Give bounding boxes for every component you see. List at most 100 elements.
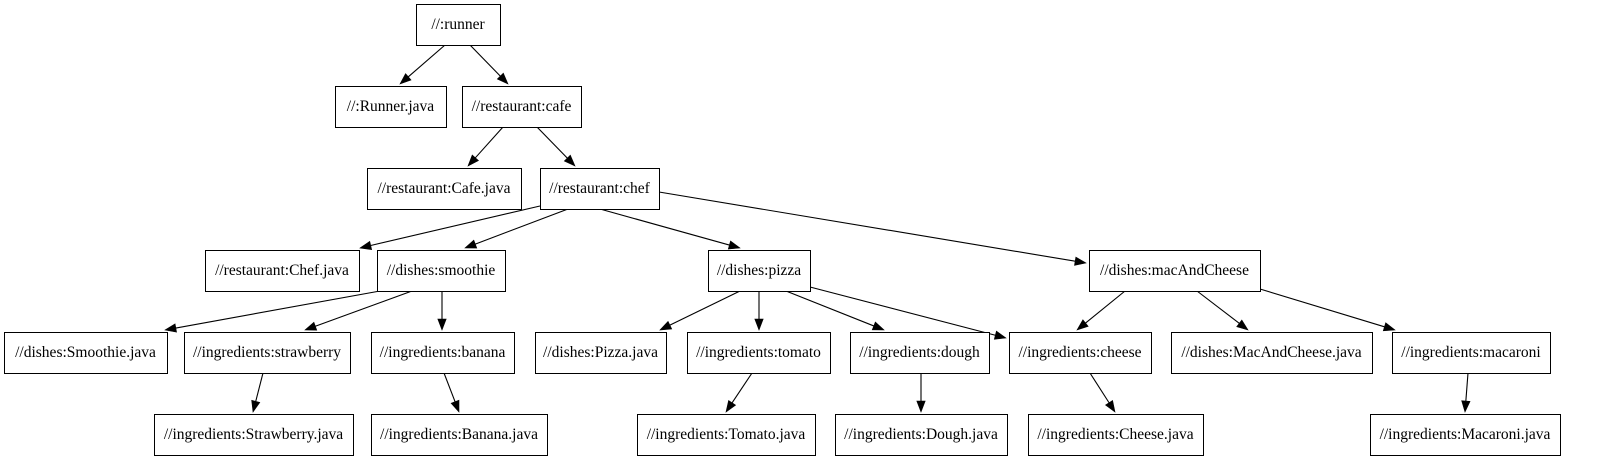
node-label: //ingredients:banana (380, 344, 506, 361)
node-box[interactable] (687, 332, 831, 374)
node-box[interactable] (1009, 332, 1152, 374)
node-label: //ingredients:Cheese.java (1037, 426, 1193, 443)
arrowhead-icon (916, 400, 926, 413)
node-box[interactable] (205, 250, 360, 292)
node-box[interactable] (367, 168, 522, 210)
node-runner[interactable]: //:runner (416, 4, 501, 46)
node-ing_tomato[interactable]: //ingredients:tomato (687, 332, 831, 374)
arrowhead-icon (251, 399, 261, 413)
arrowhead-icon (467, 154, 479, 167)
arrowhead-icon (1461, 400, 1471, 413)
node-box[interactable] (371, 414, 548, 456)
node-label: //:runner (431, 16, 485, 33)
node-ing_macaroni[interactable]: //ingredients:macaroni (1392, 332, 1551, 374)
node-restaurant_cafe[interactable]: //restaurant:cafe (462, 86, 582, 128)
node-box[interactable] (535, 332, 667, 374)
node-ing_doughjava[interactable]: //ingredients:Dough.java (835, 414, 1008, 456)
node-label: //dishes:Smoothie.java (15, 344, 156, 361)
node-label: //dishes:Pizza.java (543, 344, 658, 361)
node-label: //restaurant:Cafe.java (378, 180, 511, 197)
node-box[interactable] (335, 86, 447, 128)
node-ing_macaronijava[interactable]: //ingredients:Macaroni.java (1370, 414, 1561, 456)
node-box[interactable] (371, 332, 515, 374)
node-dishes_macandcheese[interactable]: //dishes:macAndCheese (1089, 250, 1261, 292)
edge-dishes_pizza-to-dishes_pizzajava (659, 290, 741, 331)
node-layer: //:runner //:Runner.java //restaurant:cafe… (4, 4, 1561, 456)
edge-line (407, 44, 446, 78)
node-ing_tomatojava[interactable]: //ingredients:Tomato.java (637, 414, 816, 456)
arrowhead-icon (496, 72, 509, 85)
edge-dishes_smoothie-to-ing_strawberry (304, 290, 413, 331)
edge-dishes_macandcheese-to-ing_cheese (1076, 290, 1126, 331)
edge-line (175, 290, 381, 329)
node-ing_cheese[interactable]: //ingredients:cheese (1009, 332, 1152, 374)
node-ing_dough[interactable]: //ingredients:dough (850, 332, 990, 374)
node-box[interactable] (1392, 332, 1551, 374)
arrowhead-icon (450, 399, 460, 413)
arrowhead-icon (1104, 399, 1116, 413)
node-ing_strawberryjava[interactable]: //ingredients:Strawberry.java (154, 414, 354, 456)
edge-dishes_macandcheese-to-ing_macaroni (1259, 288, 1396, 332)
node-dishes_pizza[interactable]: //dishes:pizza (708, 250, 811, 292)
node-restaurant_chefjava[interactable]: //restaurant:Chef.java (205, 250, 360, 292)
edge-dishes_pizza-to-ing_cheese (809, 286, 1007, 340)
node-restaurant_chef[interactable]: //restaurant:chef (540, 168, 660, 210)
node-box[interactable] (1171, 332, 1373, 374)
node-box[interactable] (835, 414, 1008, 456)
edge-line (1465, 372, 1469, 402)
node-ing_banana[interactable]: //ingredients:banana (371, 332, 515, 374)
edge-restaurant_chef-to-restaurant_chefjava (359, 205, 541, 250)
edge-restaurant_chef-to-dishes_pizza (599, 208, 741, 250)
node-dishes_macandcheesejava[interactable]: //dishes:MacAndCheese.java (1171, 332, 1373, 374)
node-box[interactable] (708, 250, 811, 292)
edge-line (315, 290, 413, 327)
arrowhead-icon (164, 323, 177, 333)
node-label: //restaurant:Chef.java (215, 262, 349, 279)
node-runner_java[interactable]: //:Runner.java (335, 86, 447, 128)
node-label: //ingredients:Banana.java (380, 426, 538, 443)
node-box[interactable] (154, 414, 354, 456)
node-label: //dishes:smoothie (387, 262, 496, 279)
node-box[interactable] (416, 4, 501, 46)
node-box[interactable] (850, 332, 990, 374)
node-box[interactable] (1089, 250, 1261, 292)
node-dishes_smoothie[interactable]: //dishes:smoothie (377, 250, 506, 292)
node-label: //ingredients:dough (859, 344, 980, 361)
node-box[interactable] (540, 168, 660, 210)
node-dishes_smoothiejava[interactable]: //dishes:Smoothie.java (4, 332, 168, 374)
node-box[interactable] (637, 414, 816, 456)
arrowhead-icon (754, 318, 764, 331)
node-restaurant_cafejava[interactable]: //restaurant:Cafe.java (367, 168, 522, 210)
edge-restaurant_cafe-to-restaurant_chef (536, 126, 576, 167)
edge-dishes_pizza-to-ing_dough (785, 290, 885, 331)
node-box[interactable] (4, 332, 168, 374)
edge-line (475, 208, 569, 245)
arrowhead-icon (1236, 319, 1249, 331)
arrowhead-icon (464, 239, 478, 249)
node-label: //restaurant:chef (549, 180, 651, 197)
edge-line (536, 126, 568, 159)
node-label: //ingredients:Dough.java (844, 426, 998, 443)
node-label: //ingredients:macaroni (1401, 344, 1541, 361)
arrowhead-icon (359, 240, 373, 250)
edge-line (474, 126, 504, 159)
node-ing_strawberry[interactable]: //ingredients:strawberry (184, 332, 351, 374)
edge-layer (164, 44, 1471, 413)
arrowhead-icon (727, 240, 741, 250)
node-dishes_pizzajava[interactable]: //dishes:Pizza.java (535, 332, 667, 374)
node-box[interactable] (377, 250, 506, 292)
edge-dishes_smoothie-to-dishes_smoothiejava (164, 290, 381, 333)
edge-line (469, 44, 501, 77)
node-box[interactable] (462, 86, 582, 128)
arrowhead-icon (563, 154, 576, 167)
node-box[interactable] (1370, 414, 1561, 456)
node-box[interactable] (1028, 414, 1204, 456)
node-ing_cheesejava[interactable]: //ingredients:Cheese.java (1028, 414, 1204, 456)
edge-line (255, 372, 264, 402)
node-label: //ingredients:Tomato.java (647, 426, 806, 443)
node-ing_bananajava[interactable]: //ingredients:Banana.java (371, 414, 548, 456)
node-box[interactable] (184, 332, 351, 374)
edge-line (370, 205, 541, 247)
